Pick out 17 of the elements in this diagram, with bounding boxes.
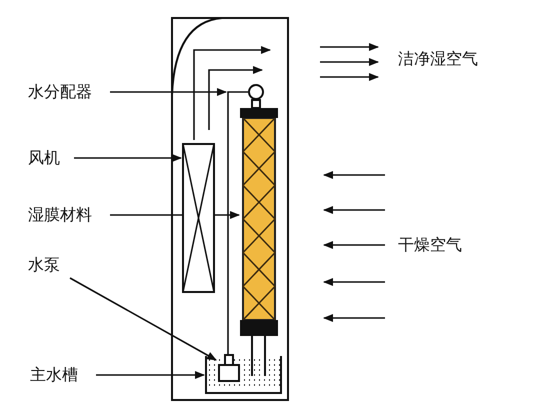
wet-media-pad <box>240 108 278 336</box>
leader-line <box>74 154 182 162</box>
part-label: 湿膜材料 <box>28 205 92 225</box>
leader-line <box>70 277 217 361</box>
part-label: 风机 <box>28 148 60 168</box>
leader-line <box>96 371 205 379</box>
leader-line <box>110 88 227 96</box>
water-distributor <box>248 84 264 100</box>
part-label: 水泵 <box>28 255 60 275</box>
part-label: 主水槽 <box>30 365 78 385</box>
airflow-label: 洁净湿空气 <box>398 49 478 69</box>
water-pipe <box>227 91 248 354</box>
pump-box <box>218 354 240 382</box>
water-tank <box>205 352 282 394</box>
fan-box <box>182 143 215 293</box>
airflow-label: 干燥空气 <box>398 235 462 255</box>
part-label: 水分配器 <box>28 82 92 102</box>
